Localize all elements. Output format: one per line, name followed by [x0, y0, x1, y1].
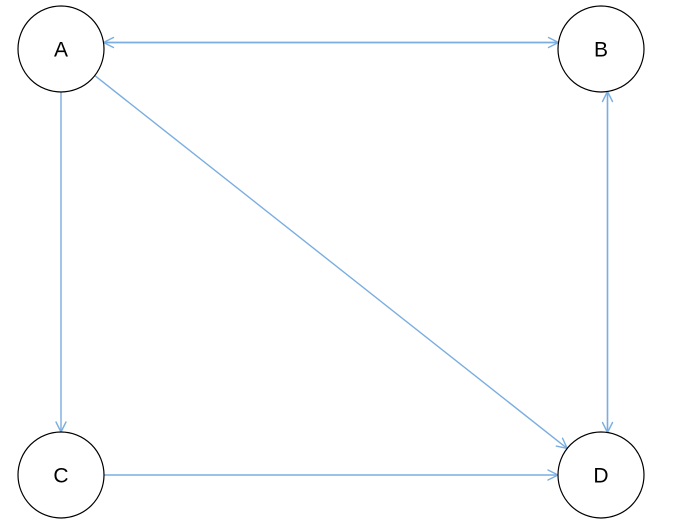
node-c-circle	[17, 431, 105, 519]
node-a: A	[17, 5, 105, 93]
edge-a-to-d	[94, 75, 568, 449]
nodes-layer: A B C D	[17, 5, 645, 519]
node-d-label: D	[593, 465, 608, 488]
node-c-label: C	[53, 465, 68, 488]
node-b-label: B	[594, 39, 608, 62]
node-d: D	[557, 431, 645, 519]
node-c: C	[17, 431, 105, 519]
node-a-circle	[17, 5, 105, 93]
edges-layer	[55, 36, 614, 481]
node-b-circle	[557, 5, 645, 93]
node-a-label: A	[54, 39, 68, 62]
node-d-circle	[557, 431, 645, 519]
node-b: B	[557, 5, 645, 93]
